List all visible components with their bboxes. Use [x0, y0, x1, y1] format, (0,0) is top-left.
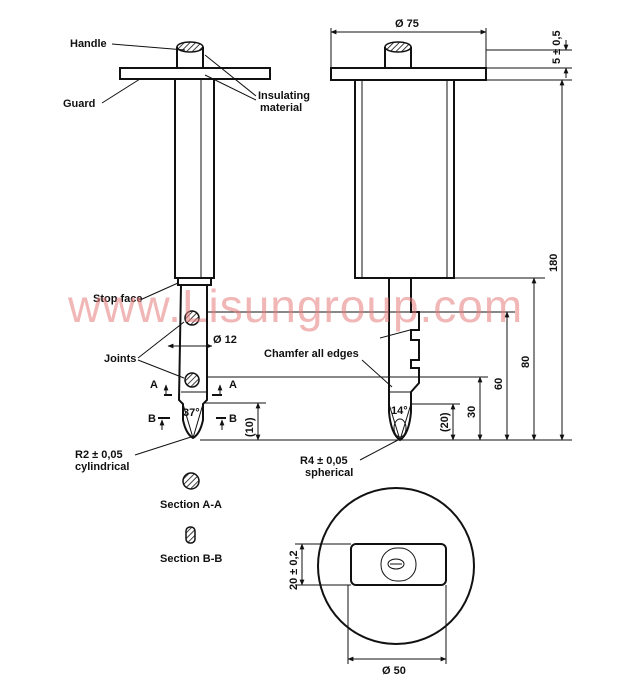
dim-d50: Ø 50	[382, 665, 406, 677]
section-b-right: B	[229, 413, 237, 425]
dim-37: 37°	[183, 407, 200, 419]
section-a-left: A	[150, 379, 158, 391]
guard-disc	[317, 487, 475, 645]
body-right	[354, 79, 455, 279]
shaft	[174, 78, 215, 279]
bottom-view: 20 ± 0,2 Ø 50	[288, 487, 475, 677]
watermark: www.Lisungroup.com	[67, 280, 523, 332]
label-chamfer: Chamfer all edges	[264, 348, 359, 360]
dim-30: 30	[466, 406, 478, 418]
dim-60: 60	[493, 378, 505, 390]
label-r2: R2 ± 0,05	[75, 449, 123, 461]
label-section-bb: Section B-B	[160, 553, 222, 565]
guard-plate	[119, 67, 271, 80]
section-aa-shape	[182, 472, 200, 490]
section-a-right: A	[229, 379, 237, 391]
label-material: material	[260, 102, 302, 114]
section-b-left: B	[148, 413, 156, 425]
label-handle: Handle	[70, 38, 107, 50]
joint-lower	[184, 372, 200, 388]
dim-14: 14°	[391, 405, 408, 417]
label-section-aa: Section A-A	[160, 499, 222, 511]
dim-20: (20)	[439, 412, 451, 432]
section-bb-shape	[185, 526, 196, 544]
left-view: Handle Guard Insulating material Stop fa…	[63, 38, 310, 565]
label-cylindrical: cylindrical	[75, 461, 129, 473]
label-r4: R4 ± 0,05	[300, 455, 348, 467]
joint-upper	[184, 310, 200, 326]
test-finger-side	[388, 277, 420, 442]
dim-180: 180	[548, 254, 560, 272]
label-insulating: Insulating	[258, 90, 310, 102]
guard-plate-right	[330, 67, 487, 81]
handle-cap	[176, 41, 204, 53]
dim-10: (10)	[244, 417, 256, 437]
label-spherical: spherical	[305, 467, 353, 479]
right-view: Ø 75 Chamfer all edges 14° R4 ± 0,05 sph…	[206, 18, 572, 479]
handle-cap-right	[384, 41, 412, 53]
dim-20-width: 20 ± 0,2	[288, 550, 300, 590]
dim-d12: Ø 12	[213, 334, 237, 346]
label-joints: Joints	[104, 353, 136, 365]
label-stop-face: Stop face	[93, 293, 143, 305]
dim-5: 5 ± 0,5	[551, 30, 563, 64]
dim-d75: Ø 75	[395, 18, 419, 30]
label-guard: Guard	[63, 98, 95, 110]
dim-80: 80	[520, 356, 532, 368]
